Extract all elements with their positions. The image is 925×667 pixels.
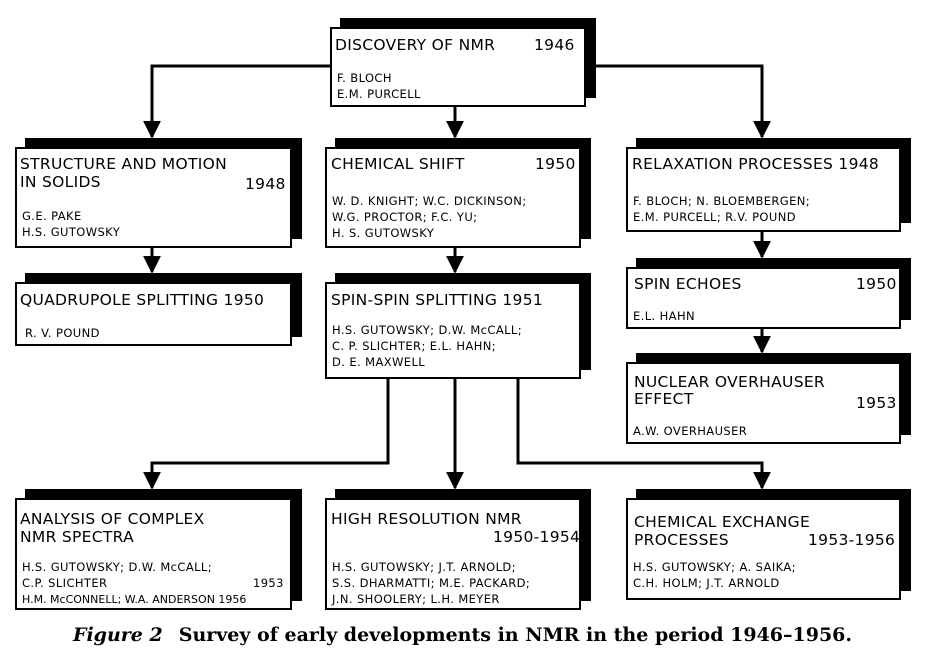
spin-spin-author: D. E. MAXWELL: [332, 355, 426, 369]
figure-caption: Figure 2 Survey of early developments in …: [0, 624, 925, 646]
box-chemical-shift: CHEMICAL SHIFT 1950 W. D. KNIGHT; W.C. D…: [325, 147, 581, 248]
box-spin-spin: SPIN-SPIN SPLITTING 1951 H.S. GUTOWSKY; …: [325, 282, 581, 379]
chemical-shift-author: W.G. PROCTOR; F.C. YU;: [332, 210, 478, 224]
box-analysis: ANALYSIS OF COMPLEX NMR SPECTRA H.S. GUT…: [15, 498, 292, 610]
overhauser-author: A.W. OVERHAUSER: [633, 424, 748, 438]
structure-author: H.S. GUTOWSKY: [22, 225, 121, 239]
exchange-author: C.H. HOLM; J.T. ARNOLD: [633, 576, 780, 590]
overhauser-title: EFFECT: [634, 390, 694, 408]
chemical-shift-title: CHEMICAL SHIFT: [331, 155, 465, 173]
relaxation-author: F. BLOCH; N. BLOEMBERGEN;: [633, 194, 811, 208]
analysis-title: NMR SPECTRA: [20, 528, 134, 546]
arrow-discovery-to-relaxation: [585, 64, 771, 139]
box-structure: STRUCTURE AND MOTION IN SOLIDS 1948 G.E.…: [15, 147, 292, 248]
relaxation-author: E.M. PURCELL; R.V. POUND: [633, 210, 796, 224]
spin-echoes-title: SPIN ECHOES: [634, 275, 742, 293]
chemical-shift-author: H. S. GUTOWSKY: [332, 226, 435, 240]
quadrupole-title: QUADRUPOLE SPLITTING 1950: [20, 291, 265, 309]
overhauser-year: 1953: [856, 394, 897, 412]
discovery-title: DISCOVERY OF NMR: [335, 36, 496, 54]
box-discovery: DISCOVERY OF NMR 1946 F. BLOCH E.M. PURC…: [330, 27, 586, 107]
box-quadrupole: QUADRUPOLE SPLITTING 1950 R. V. POUND: [15, 282, 292, 346]
box-relaxation: RELAXATION PROCESSES 1948 F. BLOCH; N. B…: [626, 147, 901, 232]
box-exchange: CHEMICAL EXCHANGE PROCESSES 1953-1956 H.…: [626, 498, 901, 600]
analysis-title: ANALYSIS OF COMPLEX: [20, 510, 205, 528]
quadrupole-author: R. V. POUND: [25, 326, 100, 340]
structure-title: IN SOLIDS: [20, 173, 101, 191]
exchange-author: H.S. GUTOWSKY; A. SAIKA;: [633, 560, 796, 574]
chemical-shift-author: W. D. KNIGHT; W.C. DICKINSON;: [332, 194, 527, 208]
relaxation-title: RELAXATION PROCESSES 1948: [632, 155, 880, 173]
exchange-year: 1953-1956: [808, 531, 896, 549]
analysis-year: 1953: [253, 576, 284, 590]
spin-echoes-year: 1950: [856, 275, 897, 293]
arrow-discovery-to-structure: [143, 64, 330, 139]
analysis-author: H.S. GUTOWSKY; D.W. McCALL;: [22, 560, 212, 574]
structure-year: 1948: [245, 175, 286, 193]
figure-caption-text: Survey of early developments in NMR in t…: [178, 624, 853, 646]
arrow-spin-spin-to-exchange: [516, 378, 771, 490]
high-res-author: S.S. DHARMATTI; M.E. PACKARD;: [332, 576, 531, 590]
box-spin-echoes: SPIN ECHOES 1950 E.L. HAHN: [626, 267, 901, 329]
box-overhauser: NUCLEAR OVERHAUSER EFFECT 1953 A.W. OVER…: [626, 362, 901, 444]
exchange-title: CHEMICAL EXCHANGE: [634, 513, 811, 531]
spin-echoes-author: E.L. HAHN: [633, 309, 696, 323]
chemical-shift-year: 1950: [535, 155, 576, 173]
exchange-title: PROCESSES: [634, 531, 729, 549]
high-res-title: HIGH RESOLUTION NMR: [331, 510, 522, 528]
spin-spin-author: H.S. GUTOWSKY; D.W. McCALL;: [332, 323, 522, 337]
overhauser-title: NUCLEAR OVERHAUSER: [634, 373, 825, 391]
analysis-author: H.M. McCONNELL; W.A. ANDERSON 1956: [22, 593, 247, 606]
analysis-author: C.P. SLICHTER: [22, 576, 108, 590]
structure-title: STRUCTURE AND MOTION: [20, 155, 228, 173]
high-res-year: 1950-1954: [493, 528, 581, 546]
structure-author: G.E. PAKE: [22, 209, 82, 223]
arrow-spin-spin-to-analysis: [143, 378, 390, 490]
discovery-year: 1946: [534, 36, 575, 54]
spin-spin-title: SPIN-SPIN SPLITTING 1951: [331, 291, 544, 309]
discovery-author: F. BLOCH: [337, 71, 392, 85]
discovery-author: E.M. PURCELL: [337, 87, 421, 101]
figure-label: Figure 2: [72, 624, 163, 646]
box-high-res: HIGH RESOLUTION NMR 1950-1954 H.S. GUTOW…: [325, 498, 581, 610]
high-res-author: J.N. SHOOLERY; L.H. MEYER: [332, 592, 500, 606]
high-res-author: H.S. GUTOWSKY; J.T. ARNOLD;: [332, 560, 516, 574]
spin-spin-author: C. P. SLICHTER; E.L. HAHN;: [332, 339, 497, 353]
